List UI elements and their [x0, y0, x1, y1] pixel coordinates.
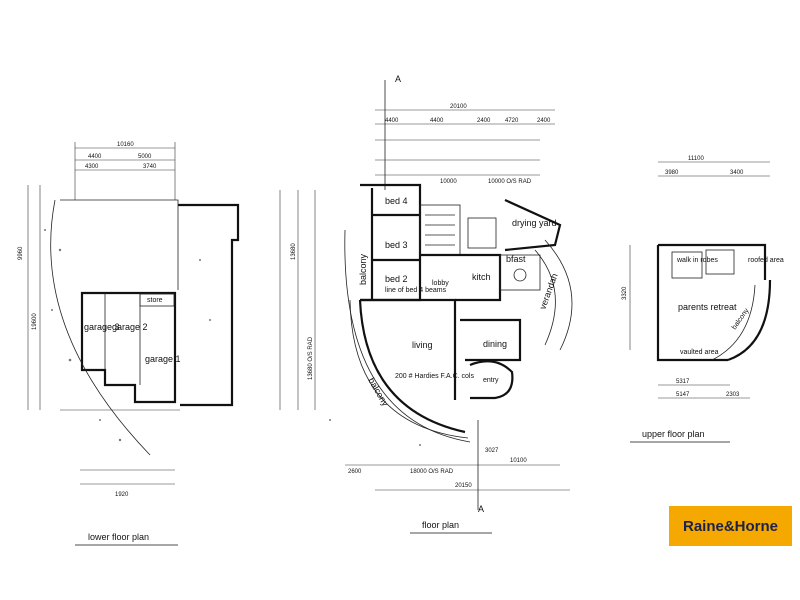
captions: lower floor plan floor plan upper floor … — [75, 429, 730, 546]
lower-dim: 1920 — [115, 492, 129, 498]
room-label: parents retreat — [678, 302, 737, 312]
main-dim: 13680 — [291, 243, 297, 260]
room-label: lobby — [432, 280, 449, 287]
room-label: bed 3 — [385, 240, 408, 250]
upper-dim: 2303 — [726, 392, 740, 398]
room-label: store — [147, 297, 163, 304]
main-dim: 10000 O/S RAD — [488, 179, 532, 185]
room-label: garage 1 — [145, 354, 181, 364]
main-floor-plan: A A 20100 4400 4400 2400 4720 2400 10000… — [279, 74, 573, 514]
room-label: dining — [483, 339, 507, 349]
lower-dim: 19600 — [32, 313, 38, 330]
upper-dim: 5147 — [676, 392, 690, 398]
room-label: bed 2 — [385, 274, 408, 284]
upper-dim: 5317 — [676, 379, 690, 385]
main-dim: 10100 — [510, 458, 527, 464]
room-label: kitch — [472, 272, 491, 282]
main-dim: 2400 — [537, 118, 551, 124]
main-dim: 18000 O/S RAD — [410, 469, 454, 475]
room-label: roofed area — [748, 257, 784, 264]
room-label: bed 4 — [385, 196, 408, 206]
room-label: entry — [483, 377, 499, 384]
upper-floor-plan: 11100 3980 3400 3320 walk in robes roofe… — [622, 156, 784, 399]
room-label: living — [412, 340, 433, 350]
upper-dim: 3980 — [665, 170, 679, 176]
main-dim: 20100 — [450, 104, 467, 110]
note-label: line of bed 4 beams — [385, 287, 447, 294]
upper-dim: 3400 — [730, 170, 744, 176]
main-dim: 3027 — [485, 448, 499, 454]
room-label: vaulted area — [680, 349, 719, 356]
main-dim: 2600 — [348, 469, 362, 475]
main-dim: 10000 — [440, 179, 457, 185]
main-dim: 20150 — [455, 483, 472, 489]
lower-dim: 9960 — [18, 246, 24, 260]
section-marker: A — [478, 504, 484, 514]
lower-floor-plan: 10160 4400 5000 4300 3740 9960 19600 192… — [18, 142, 240, 498]
upper-dim: 11100 — [688, 156, 704, 162]
main-dim: 13680 O/S RAD — [308, 336, 314, 380]
note-label: 200 # Hardies F.A.C. cols — [395, 373, 474, 380]
room-label: walk in robes — [676, 257, 718, 264]
room-label: verandah — [537, 272, 559, 311]
room-label: balcony — [358, 253, 368, 285]
main-dim: 2400 — [477, 118, 491, 124]
main-dim: 4720 — [505, 118, 519, 124]
room-label: garage 2 — [112, 322, 148, 332]
floor-plan-caption: floor plan — [422, 520, 459, 530]
lower-dim: 3740 — [143, 164, 157, 170]
room-label: bfast — [506, 254, 526, 264]
upper-floor-caption: upper floor plan — [642, 429, 705, 439]
room-label: balcony — [366, 376, 390, 408]
main-dim: 4400 — [385, 118, 399, 124]
lower-dim: 4300 — [85, 164, 99, 170]
lower-dim: 5000 — [138, 154, 152, 160]
main-dim: 4400 — [430, 118, 444, 124]
section-marker: A — [395, 74, 401, 84]
lower-dim: 4400 — [88, 154, 102, 160]
upper-dim: 3320 — [622, 286, 628, 300]
room-label: drying yard — [512, 218, 557, 228]
lower-floor-caption: lower floor plan — [88, 532, 149, 542]
lower-dim-overall: 10160 — [117, 142, 134, 148]
room-label: garage 3 — [84, 322, 120, 332]
raine-horne-logo: Raine&Horne — [669, 506, 792, 546]
